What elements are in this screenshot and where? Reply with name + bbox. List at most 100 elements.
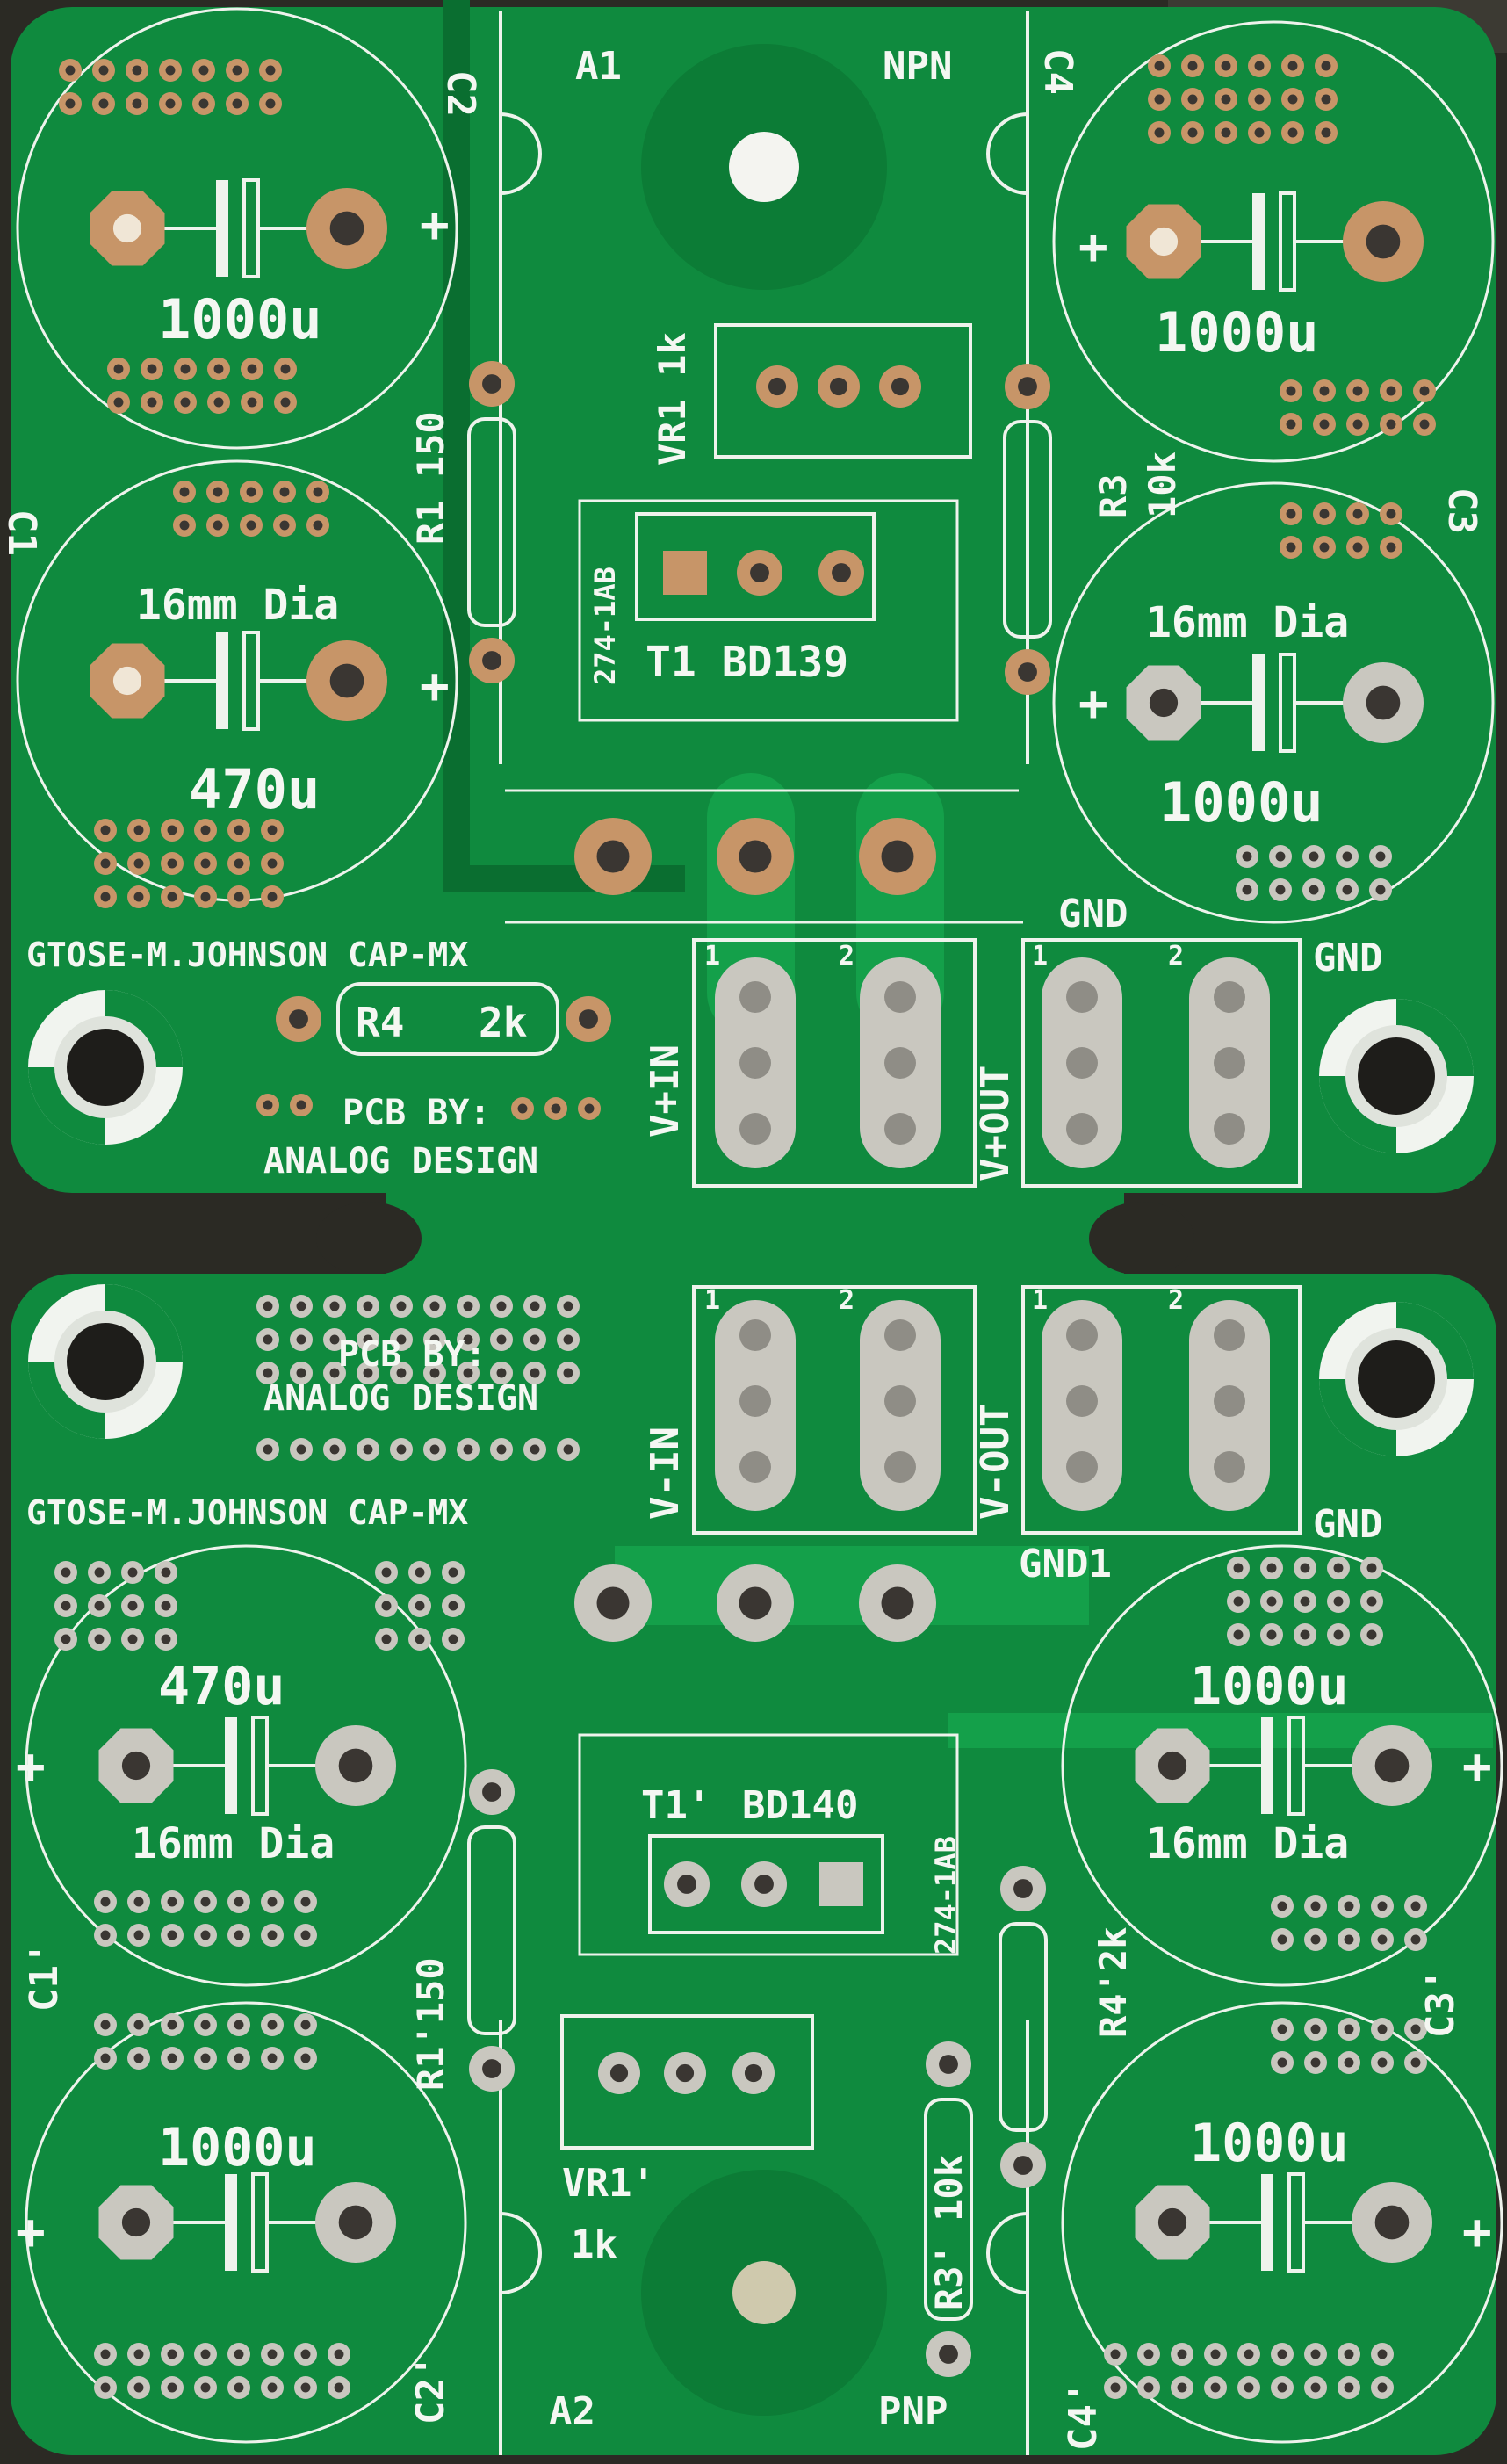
label-c4-value: 1000u: [1155, 300, 1319, 365]
vinb-b-hole-2: [884, 1451, 916, 1483]
dot-c2b-bottom-hole: [234, 2382, 244, 2393]
dot-c1b-right-hole: [415, 1567, 425, 1578]
board-bottom-pads: [28, 1284, 1474, 2416]
vinb-a-hole-0: [739, 1319, 771, 1351]
lead-pad-2-b-hole: [739, 1586, 772, 1620]
label-package: 274-1AB: [588, 567, 622, 685]
t1-outline: [635, 512, 876, 621]
dot-c3-bottom-hole: [1242, 885, 1252, 895]
dot-c4b-top-hole: [1277, 2024, 1287, 2034]
vinb-a-hole-2: [739, 1451, 771, 1483]
dot-pcb-by-r-hole: [551, 1103, 561, 1114]
heatsink-sides-b: [499, 2020, 1029, 2455]
dot-c1b-right-hole: [381, 1634, 392, 1644]
dot-c2b-bottom-hole: [133, 2382, 144, 2393]
c4b-outline: [1061, 2001, 1503, 2444]
dot-c3b-top-hole: [1233, 1563, 1244, 1573]
mount-left-top-hole: [67, 1029, 144, 1106]
dot-c2b-top-hole: [234, 2020, 244, 2030]
dot-pcb-by-b-hole: [263, 1301, 273, 1311]
dot-c2b-top-hole: [267, 2020, 278, 2030]
label-v-minus-out: V-OUT: [973, 1404, 1018, 1520]
dot-c1b-bottom-hole: [133, 1897, 144, 1907]
dot-c1-bottom-hole: [234, 892, 244, 902]
dot-c4b-top-hole: [1310, 2024, 1321, 2034]
c1b-plate-l: [225, 1717, 237, 1814]
label-gnd-right: GND: [1313, 936, 1382, 980]
dot-c2b-bottom-hole: [167, 2349, 177, 2359]
board-top-labels: A1 NPN C2 C4 1000u 1000u C1 C3 16mm Dia …: [0, 44, 1484, 1181]
r1b-pad-b-hole: [482, 2059, 501, 2078]
c4-pad-neg-hole: [1149, 227, 1179, 257]
dot-c3b-top-hole: [1233, 1596, 1244, 1607]
r4b-body: [999, 1922, 1048, 2132]
dot-c3b-bottom-hole: [1344, 1934, 1354, 1945]
dot-c4b-bottom-hole: [1210, 2349, 1221, 2359]
dot-c4b-top-hole: [1410, 2057, 1421, 2068]
dot-c1-bottom-hole: [267, 858, 278, 869]
plus-c2-b: +: [16, 2204, 46, 2261]
dot-c3-bottom-hole: [1309, 851, 1319, 862]
mount-hole-center: [729, 132, 799, 202]
dot-c4-top-hole: [1321, 94, 1331, 105]
dot-c1b-bottom-hole: [234, 1897, 244, 1907]
dot-c2b-top-hole: [167, 2020, 177, 2030]
dot-c3b-top-hole: [1366, 1629, 1377, 1640]
dot-c2-top-hole: [98, 65, 109, 76]
dot-c3b-bottom-hole: [1310, 1934, 1321, 1945]
c3-pad-pos-hole: [1366, 685, 1401, 720]
dot-c4-top-hole: [1287, 94, 1298, 105]
dot-pcb-by-r-hole: [584, 1103, 595, 1114]
dot-c2b-bottom-hole: [100, 2382, 111, 2393]
c2-pad-neg-hole: [112, 213, 142, 243]
voutb-a-hole-0: [1066, 1319, 1098, 1351]
board-top-lines: [505, 789, 1023, 924]
dot-c3-bottom-hole: [1342, 851, 1352, 862]
dot-pcb-by-b-hole: [496, 1301, 507, 1311]
c1b-pad-pos-hole: [338, 1748, 373, 1783]
t1-pad-square: [663, 551, 707, 595]
dot-c4b-bottom-hole: [1110, 2382, 1121, 2393]
voutb-b-hole-0: [1214, 1319, 1245, 1351]
dot-c1b-right-hole: [381, 1601, 392, 1611]
dot-c3b-top-hole: [1300, 1563, 1310, 1573]
vout-b-hole-2: [1214, 1113, 1245, 1145]
c3b-pad-pos-hole: [1374, 1748, 1410, 1783]
c1b-plate-r: [251, 1716, 269, 1816]
label-c1: C1: [0, 509, 44, 556]
dot-c2-bottom-hole: [180, 364, 191, 374]
plus-c3-b: +: [1462, 1738, 1492, 1796]
label-pcb-by-b: PCB BY:: [338, 1334, 487, 1375]
r4-pad-a-hole: [289, 1009, 308, 1029]
dot-c1-bottom-hole: [267, 892, 278, 902]
dot-pcb-by-b-hole: [563, 1301, 573, 1311]
dot-c1b-bottom-hole: [300, 1897, 311, 1907]
dot-c4b-bottom-hole: [1344, 2349, 1354, 2359]
dot-c4b-top-hole: [1344, 2024, 1354, 2034]
dot-under-title-b-hole: [429, 1444, 440, 1455]
dot-c2-top-hole: [132, 98, 142, 109]
c3b-plate-r: [1287, 1716, 1305, 1816]
r1-body: [467, 417, 516, 627]
dot-c3b-top-hole: [1266, 1563, 1277, 1573]
c4b-plate-l: [1261, 2174, 1273, 2271]
dot-c4-top-hole: [1221, 127, 1231, 138]
dot-c4b-bottom-hole: [1377, 2349, 1388, 2359]
mount-hole-center-b: [732, 2261, 796, 2324]
dot-c1b-top-hole: [61, 1601, 71, 1611]
label-c1-dia-b: 16mm Dia: [132, 1819, 335, 1868]
dot-c2b-top-hole: [267, 2053, 278, 2063]
dot-c2-top-hole: [265, 65, 276, 76]
board-top-body: [11, 7, 1496, 1193]
c2-outline: [16, 7, 458, 450]
vinb-a-hole-1: [739, 1385, 771, 1417]
dot-c3-top-hole: [1352, 509, 1363, 519]
dot-c3b-top-hole: [1300, 1596, 1310, 1607]
dot-c1b-top-hole: [94, 1601, 105, 1611]
vr1b-pad-2-hole: [675, 2063, 695, 2083]
t1-pad-3-hole: [832, 563, 851, 582]
r3-body: [1003, 420, 1052, 639]
c2b-pad-neg-hole: [121, 2207, 151, 2237]
dot-c1b-right-hole: [448, 1601, 458, 1611]
dot-pcb-by-b-hole: [396, 1334, 407, 1345]
